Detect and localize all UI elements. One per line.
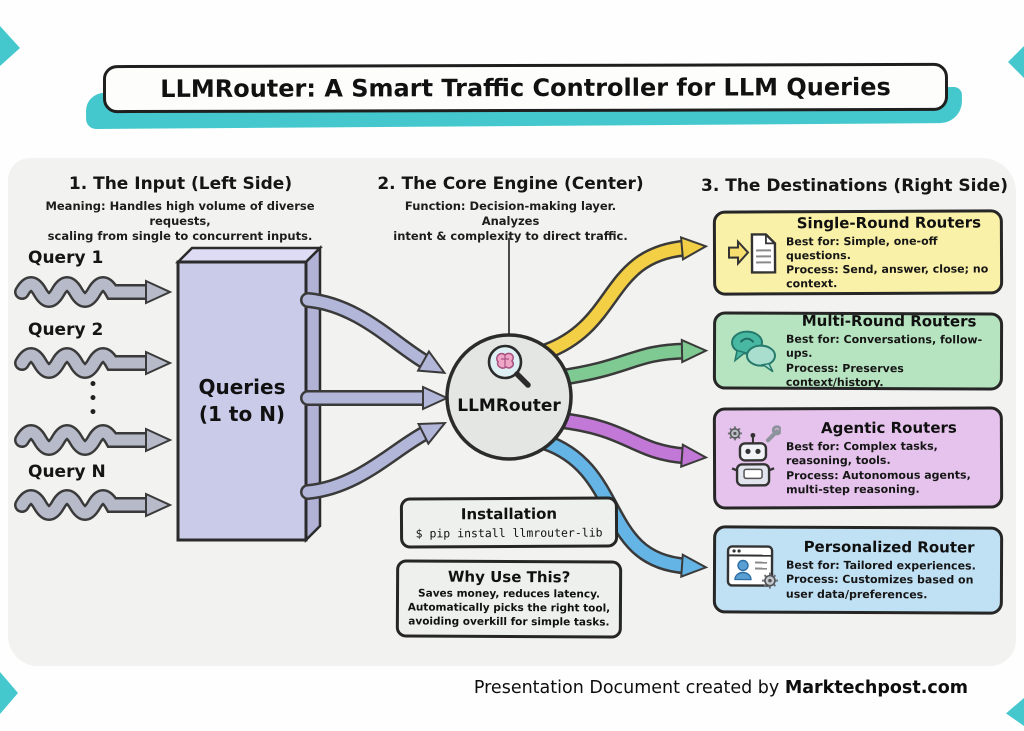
brain-magnifier-icon xyxy=(481,341,537,401)
installation-command: $ pip install llmrouter-lib xyxy=(415,525,603,541)
teal-accent-top-right xyxy=(1008,46,1024,78)
router-label: LLMRouter xyxy=(457,396,561,416)
query-ellipsis: • • • xyxy=(88,377,98,421)
card-personalized-router: Personalized Router Best for: Tailored e… xyxy=(712,525,1004,615)
card-body: Best for: Tailored experiences. Process:… xyxy=(785,559,976,601)
card-title: Personalized Router xyxy=(803,538,975,557)
destinations-section-heading: 3. The Destinations (Right Side) xyxy=(701,176,1008,196)
card-title: Single-Round Routers xyxy=(796,213,982,233)
card-multi-round-routers: Multi-Round Routers Best for: Conversati… xyxy=(712,311,1004,391)
title-banner: LLMRouter: A Smart Traffic Controller fo… xyxy=(102,62,949,114)
why-use-this-box: Why Use This? Saves money, reduces laten… xyxy=(395,559,623,639)
card-body: Best for: Simple, one-off questions. Pro… xyxy=(785,234,989,291)
card-body: Best for: Complex tasks, reasoning, tool… xyxy=(785,440,971,496)
footer-text: Presentation Document created by xyxy=(473,678,785,698)
page-title: LLMRouter: A Smart Traffic Controller fo… xyxy=(160,73,891,103)
card-title: Multi-Round Routers xyxy=(801,312,977,331)
footer-brand: Marktechpost.com xyxy=(784,678,968,698)
profile-browser-icon xyxy=(724,544,782,594)
document-arrow-icon xyxy=(724,230,782,276)
card-title: Agentic Routers xyxy=(820,418,957,438)
queries-box-label: Queries (1 to N) xyxy=(198,375,286,426)
query-label-2: Query 2 xyxy=(28,320,104,340)
why-title: Why Use This? xyxy=(447,567,571,587)
teal-accent-bottom-left xyxy=(0,672,18,714)
input-section-heading: 1. The Input (Left Side) xyxy=(68,174,293,194)
chat-bubbles-icon xyxy=(724,328,782,374)
why-body: Saves money, reduces latency. Automatica… xyxy=(407,587,611,629)
footer-credit: Presentation Document created by Marktec… xyxy=(474,678,968,698)
teal-accent-bottom-right xyxy=(1006,698,1024,726)
core-section-subtext: Function: Decision-making layer. Analyze… xyxy=(393,199,628,244)
query-label-n: Query N xyxy=(28,462,106,482)
installation-title: Installation xyxy=(460,504,558,524)
card-single-round-routers: Single-Round Routers Best for: Simple, o… xyxy=(712,209,1004,296)
core-section-heading: 2. The Core Engine (Center) xyxy=(377,174,644,194)
card-body: Best for: Conversations, follow-ups. Pro… xyxy=(785,333,983,389)
installation-box: Installation $ pip install llmrouter-lib xyxy=(399,496,619,549)
card-agentic-routers: Agentic Routers Best for: Complex tasks,… xyxy=(712,406,1004,510)
teal-accent-top-left xyxy=(0,26,20,66)
input-section-subtext: Meaning: Handles high volume of diverse … xyxy=(45,199,315,244)
robot-icon xyxy=(724,425,782,491)
query-label-1: Query 1 xyxy=(28,248,104,268)
